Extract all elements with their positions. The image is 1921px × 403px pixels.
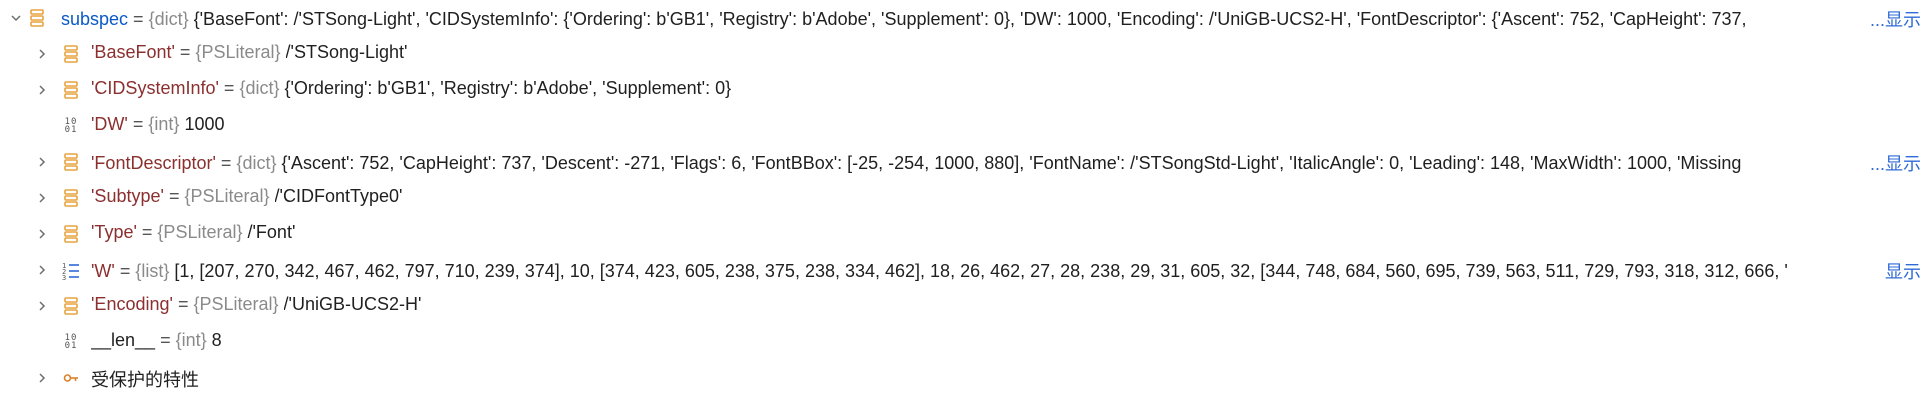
tree-row-content: 'Type' = {PSLiteral} /'Font' [91, 222, 1921, 243]
variable-name: subspec [61, 8, 129, 29]
chevron-right-icon[interactable] [34, 370, 50, 386]
type-hint: {PSLiteral} [184, 186, 270, 206]
variable-value: 1000 [184, 114, 225, 134]
type-hint: {PSLiteral} [195, 42, 281, 62]
tree-row-content: 'CIDSystemInfo' = {dict} {'Ordering': b'… [91, 78, 1921, 99]
tree-row-basefont[interactable]: 'BaseFont' = {PSLiteral} /'STSong-Light' [0, 36, 1921, 72]
tree-row-encoding[interactable]: 'Encoding' = {PSLiteral} /'UniGB-UCS2-H' [0, 288, 1921, 324]
variable-value: {'Ascent': 752, 'CapHeight': 737, 'Desce… [281, 152, 1742, 173]
chevron-right-icon[interactable] [34, 82, 50, 98]
tree-row-content: 'Subtype' = {PSLiteral} /'CIDFontType0' [91, 186, 1921, 207]
chevron-right-icon[interactable] [34, 226, 50, 242]
equals-sign: = [160, 330, 171, 350]
equals-sign: = [223, 78, 235, 98]
tree-row-content: 'BaseFont' = {PSLiteral} /'STSong-Light' [91, 42, 1921, 63]
variable-name: 'BaseFont' [91, 42, 175, 62]
equals-sign: = [133, 8, 144, 29]
type-hint: {dict} [236, 152, 277, 173]
type-hint: {list} [135, 260, 170, 281]
chevron-down-icon[interactable] [8, 10, 24, 26]
show-more-link[interactable]: ...显示 [1869, 10, 1921, 30]
type-hint: {PSLiteral} [193, 294, 279, 314]
variable-value: {'BaseFont': /'STSong-Light', 'CIDSystem… [193, 8, 1747, 29]
dict-icon [62, 151, 80, 173]
group-label: 受保护的特性 [91, 370, 199, 390]
type-hint: {int} [148, 114, 180, 134]
variable-name: 'Type' [91, 222, 137, 242]
variable-name: 'W' [91, 260, 115, 281]
tree-row-content: 受保护的特性 [91, 366, 1921, 392]
tree-row-protected-attributes[interactable]: 受保护的特性 [0, 360, 1921, 396]
equals-sign: = [132, 114, 144, 134]
equals-sign: = [177, 294, 189, 314]
type-hint: {PSLiteral} [157, 222, 243, 242]
tree-row-cidsysteminfo[interactable]: 'CIDSystemInfo' = {dict} {'Ordering': b'… [0, 72, 1921, 108]
type-hint: {dict} [239, 78, 280, 98]
dict-icon [62, 79, 80, 101]
variable-value: [1, [207, 270, 342, 467, 462, 797, 710, … [174, 260, 1788, 281]
equals-sign: = [179, 42, 191, 62]
tree-row-content: 'FontDescriptor' = {dict} {'Ascent': 752… [91, 150, 1921, 176]
type-hint: {dict} [148, 8, 189, 29]
equals-sign: = [141, 222, 153, 242]
tree-row-content: subspec = {dict} {'BaseFont': /'STSong-L… [61, 6, 1921, 32]
chevron-right-icon[interactable] [34, 190, 50, 206]
svg-text:3: 3 [62, 274, 66, 280]
chevron-right-icon[interactable] [34, 154, 50, 170]
dict-icon [28, 7, 46, 29]
equals-sign: = [168, 186, 180, 206]
show-more-link[interactable]: 显示 [1885, 262, 1921, 282]
key-icon [62, 367, 80, 389]
tree-row-content: __len__ = {int} 8 [91, 330, 1921, 351]
tree-row-fontdescriptor[interactable]: 'FontDescriptor' = {dict} {'Ascent': 752… [0, 144, 1921, 180]
dict-icon [62, 43, 80, 65]
dict-icon [62, 223, 80, 245]
type-hint: {int} [175, 330, 207, 350]
variable-value: /'CIDFontType0' [274, 186, 403, 206]
equals-sign: = [220, 152, 232, 173]
tree-row-content: 'Encoding' = {PSLiteral} /'UniGB-UCS2-H' [91, 294, 1921, 315]
tree-row-subspec[interactable]: subspec = {dict} {'BaseFont': /'STSong-L… [0, 0, 1921, 36]
dict-icon [62, 295, 80, 317]
variable-value: /'Font' [247, 222, 296, 242]
variable-value: 8 [211, 330, 222, 350]
variable-name: __len__ [91, 330, 156, 350]
tree-row-content: 'W' = {list} [1, [207, 270, 342, 467, 46… [91, 258, 1921, 284]
chevron-right-icon[interactable] [34, 262, 50, 278]
tree-row-type[interactable]: 'Type' = {PSLiteral} /'Font' [0, 216, 1921, 252]
svg-text:2: 2 [62, 268, 66, 276]
variable-value: /'UniGB-UCS2-H' [283, 294, 422, 314]
show-more-link[interactable]: ...显示 [1869, 154, 1921, 174]
tree-row-content: 'DW' = {int} 1000 [91, 114, 1921, 135]
equals-sign: = [119, 260, 131, 281]
tree-row-subtype[interactable]: 'Subtype' = {PSLiteral} /'CIDFontType0' [0, 180, 1921, 216]
variable-name: 'DW' [91, 114, 128, 134]
chevron-right-icon[interactable] [34, 46, 50, 62]
chevron-right-icon[interactable] [34, 298, 50, 314]
variable-value: {'Ordering': b'GB1', 'Registry': b'Adobe… [284, 78, 732, 98]
svg-text:1: 1 [62, 262, 66, 270]
variable-name: 'Encoding' [91, 294, 173, 314]
variable-value: /'STSong-Light' [285, 42, 408, 62]
variable-name: 'Subtype' [91, 186, 164, 206]
variable-name: 'CIDSystemInfo' [91, 78, 219, 98]
variable-name: 'FontDescriptor' [91, 152, 216, 173]
dict-icon [62, 187, 80, 209]
